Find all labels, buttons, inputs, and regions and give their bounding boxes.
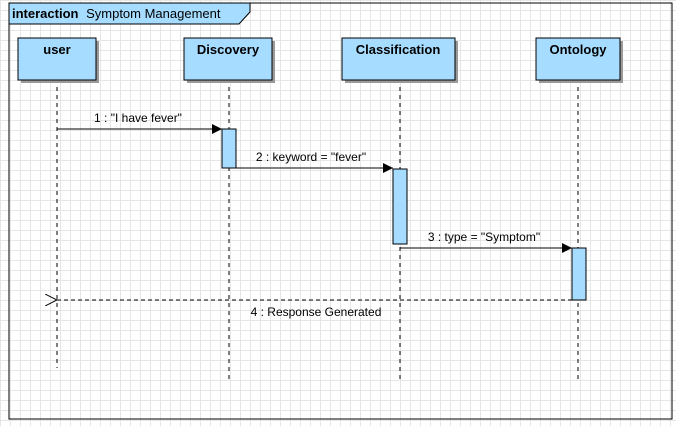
lifeline-user-label: user — [43, 42, 70, 57]
frame-keyword: interaction — [12, 6, 79, 21]
message-3-label: 3 : type = "Symptom" — [428, 230, 540, 244]
lifeline-user: user — [17, 37, 99, 368]
message-1[interactable]: 1 : "I have fever" — [57, 111, 222, 134]
frame-title: interaction Symptom Management — [12, 6, 221, 21]
frame-title-text: Symptom Management — [86, 6, 221, 21]
activation-discovery[interactable] — [221, 128, 237, 169]
message-2[interactable]: 2 : keyword = "fever" — [236, 150, 393, 173]
lifeline-ontology-box[interactable] — [535, 37, 621, 81]
activation-ontology[interactable] — [571, 247, 587, 301]
message-4-label: 4 : Response Generated — [251, 305, 382, 319]
lifeline-classification: Classification — [341, 37, 458, 380]
message-3[interactable]: 3 : type = "Symptom" — [400, 230, 572, 253]
message-2-label: 2 : keyword = "fever" — [256, 150, 366, 164]
activation-classification[interactable] — [392, 168, 408, 245]
lifeline-ontology: Ontology — [535, 37, 623, 380]
message-4[interactable]: 4 : Response Generated — [57, 300, 572, 319]
frame-title-tab — [8, 2, 251, 25]
lifeline-classification-label: Classification — [356, 42, 441, 57]
frame-border — [8, 2, 673, 420]
interaction-frame: interaction Symptom Management — [8, 2, 673, 420]
lifeline-discovery-box[interactable] — [183, 37, 273, 81]
lifeline-discovery-label: Discovery — [197, 42, 260, 57]
lifeline-ontology-label: Ontology — [549, 42, 607, 57]
message-1-label: 1 : "I have fever" — [94, 111, 182, 125]
lifeline-user-box[interactable] — [17, 37, 97, 81]
lifeline-classification-box[interactable] — [341, 37, 456, 81]
lifeline-discovery: Discovery — [183, 37, 275, 380]
